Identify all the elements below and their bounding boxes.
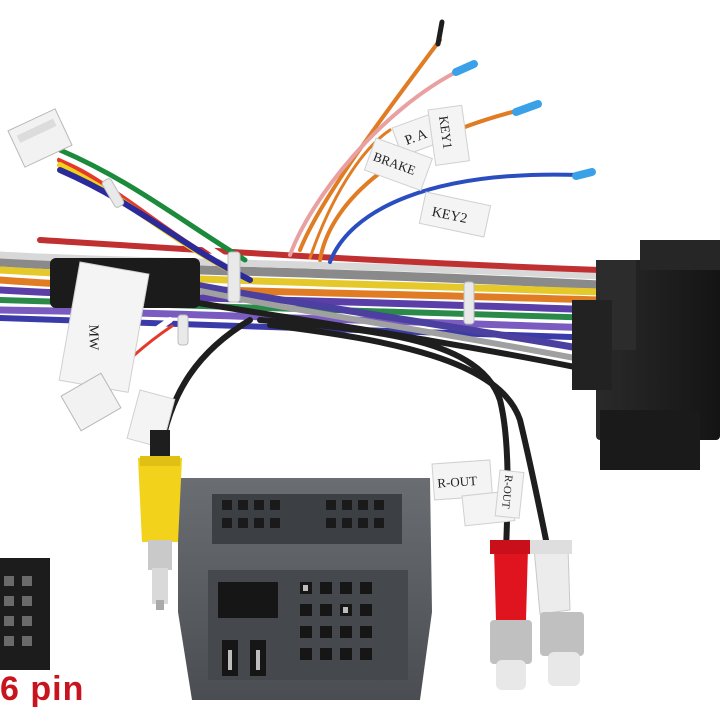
harness-plug-icon <box>572 240 720 470</box>
pin-count-label: 6 pin <box>0 670 85 708</box>
rca-plug-icon <box>138 430 182 610</box>
tag-key2: KEY2 <box>430 205 468 227</box>
tag-mw: MW <box>85 325 100 351</box>
rca-white-plug <box>530 540 584 686</box>
white-header-icon <box>7 108 122 432</box>
rca-red-plug <box>490 540 532 690</box>
tag-rout-1: R-OUT <box>437 473 478 491</box>
tag-key1: KEY1 <box>436 115 455 150</box>
cable-ties <box>101 178 475 346</box>
tag-rout-2: R-OUT <box>499 474 514 509</box>
gray-quadlock-connector <box>178 478 432 700</box>
wire-tags: MW P. A KEY1 BRAKE KEY2 R-OUT R-OUT <box>58 104 525 527</box>
16-pin-connector <box>0 558 50 670</box>
wire-tips <box>435 19 596 180</box>
